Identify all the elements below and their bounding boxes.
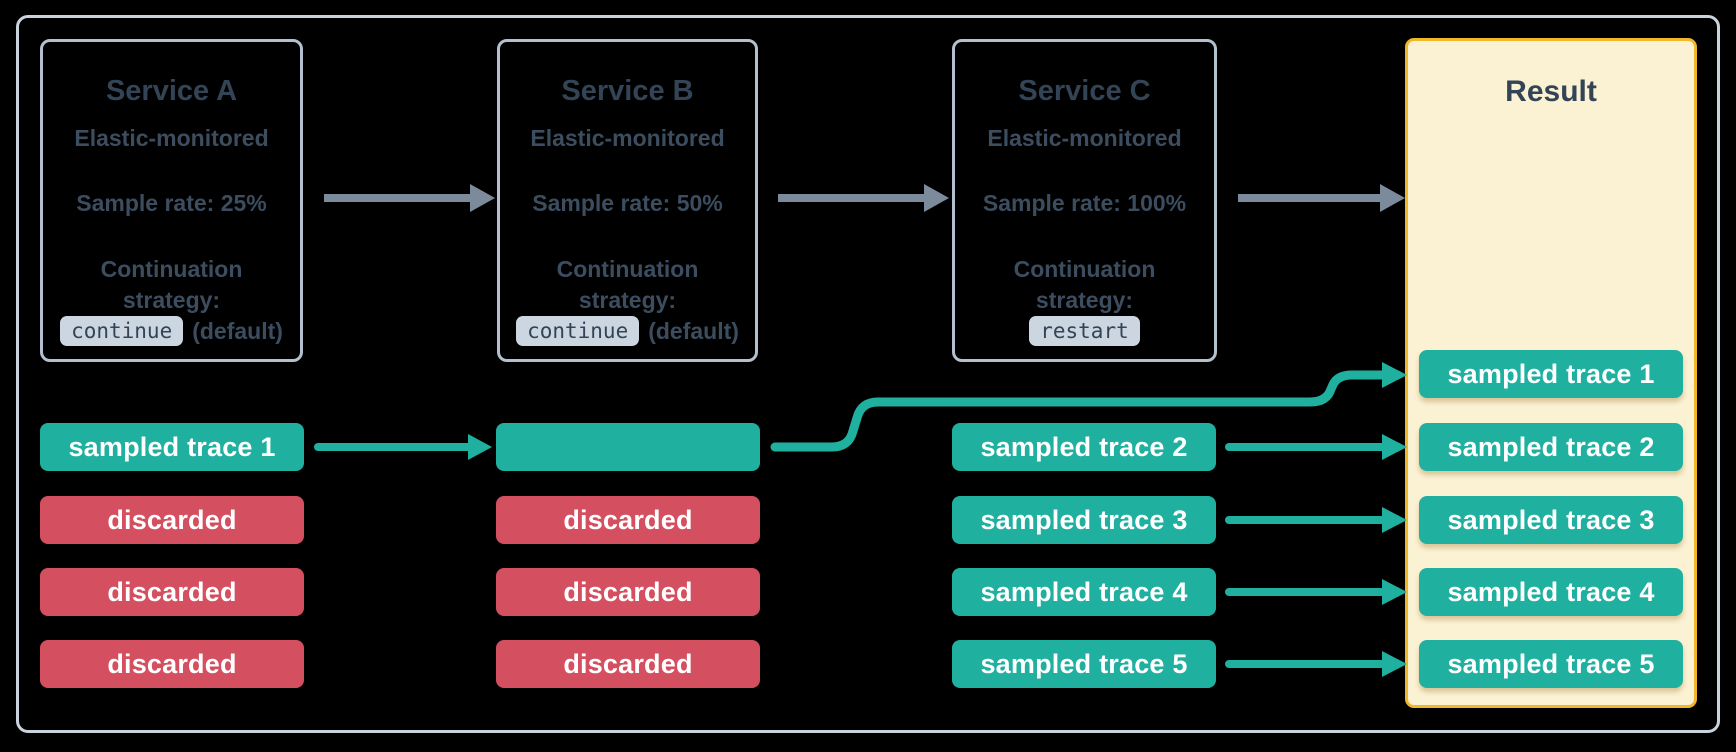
service-c-pill-sampled-trace-5: sampled trace 5 — [952, 640, 1216, 688]
service-b-pill-discarded-2: discarded — [496, 568, 760, 616]
service-b-strategy-value: continue (default) — [500, 313, 755, 349]
service-c-strategy-label: Continuation strategy: — [1013, 256, 1156, 313]
service-a-pill-sampled-trace-1: sampled trace 1 — [40, 423, 304, 471]
service-c-pill-sampled-trace-2: sampled trace 2 — [952, 423, 1216, 471]
service-b-monitoring: Elastic-monitored — [530, 125, 725, 151]
service-a-pill-discarded-2: discarded — [40, 568, 304, 616]
result-pill-sampled-trace-4: sampled trace 4 — [1419, 568, 1683, 616]
result-title: Result — [1505, 75, 1597, 108]
service-a-monitoring: Elastic-monitored — [74, 125, 269, 151]
service-a-strategy-suffix: (default) — [192, 317, 283, 344]
service-c-strategy-value: restart — [955, 313, 1214, 349]
service-a-pill-discarded-3: discarded — [40, 640, 304, 688]
service-a-strategy-chip: continue — [60, 316, 184, 346]
service-b-pill-discarded-3: discarded — [496, 640, 760, 688]
service-a-pill-discarded-1: discarded — [40, 496, 304, 544]
service-c-strategy-chip: restart — [1029, 316, 1140, 346]
service-c-box: Service C Elastic-monitored Sample rate:… — [952, 39, 1217, 362]
service-b-strategy-chip: continue — [516, 316, 640, 346]
service-c-pill-sampled-trace-4: sampled trace 4 — [952, 568, 1216, 616]
service-b-sample-rate: Sample rate: 50% — [532, 190, 723, 216]
service-b-strategy-label: Continuation strategy: — [556, 256, 699, 313]
diagram-outer-frame — [16, 15, 1720, 733]
service-b-pill-sampled-empty — [496, 423, 760, 471]
result-pill-sampled-trace-1: sampled trace 1 — [1419, 350, 1683, 398]
service-c-pill-sampled-trace-3: sampled trace 3 — [952, 496, 1216, 544]
result-pill-sampled-trace-3: sampled trace 3 — [1419, 496, 1683, 544]
service-a-strategy-label: Continuation strategy: — [100, 256, 243, 313]
service-c-monitoring: Elastic-monitored — [987, 125, 1182, 151]
service-a-sample-rate: Sample rate: 25% — [76, 190, 267, 216]
service-c-sample-rate: Sample rate: 100% — [982, 190, 1187, 216]
service-b-title: Service B — [561, 75, 694, 107]
service-b-pill-discarded-1: discarded — [496, 496, 760, 544]
result-pill-sampled-trace-5: sampled trace 5 — [1419, 640, 1683, 688]
service-a-title: Service A — [105, 75, 238, 107]
service-a-box: Service A Elastic-monitored Sample rate:… — [40, 39, 303, 362]
service-c-title: Service C — [1018, 75, 1151, 107]
service-b-strategy-suffix: (default) — [648, 317, 739, 344]
result-pill-sampled-trace-2: sampled trace 2 — [1419, 423, 1683, 471]
service-b-box: Service B Elastic-monitored Sample rate:… — [497, 39, 758, 362]
service-a-strategy-value: continue (default) — [43, 313, 300, 349]
